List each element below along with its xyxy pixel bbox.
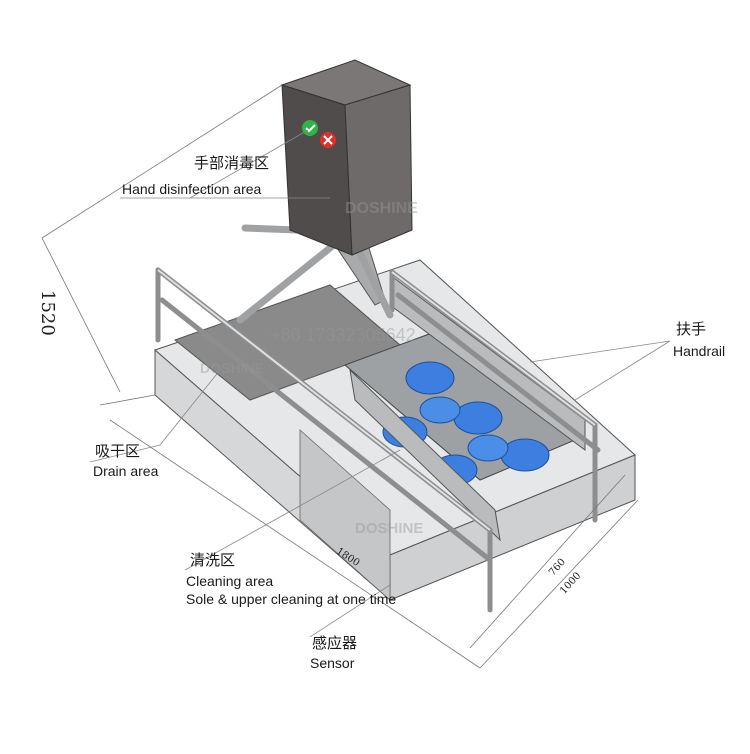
label-cleaning-en: Cleaning area [186,573,274,589]
label-cleaning-cn: 清洗区 [190,551,236,569]
label-sensor-cn: 感应器 [312,634,358,652]
label-drain-en: Drain area [93,463,159,479]
brush [467,434,509,462]
dimension-lines [41,84,639,669]
label-hand-en: Hand disinfection area [122,181,262,197]
brush [405,361,455,395]
label-hand-cn: 手部消毒区 [194,154,270,172]
dimension-height: 1520 [37,290,58,336]
leader-lines [89,129,671,638]
label-drain-cn: 吸干区 [95,442,141,460]
brush [453,401,503,435]
ok-indicator-icon [302,120,318,136]
trough-wall-left [349,368,501,542]
handrails-highlight [157,269,596,531]
brush [419,396,461,424]
label-handrail-cn: 扶手 [676,320,707,338]
watermark-brand: DOSHINE [200,360,264,376]
hand-disinfection-cabinet [280,59,413,256]
label-sensor-en: Sensor [310,655,355,671]
label-cleaning-en2: Sole & upper cleaning at one time [186,591,397,607]
brush [500,438,550,472]
label-handrail-en: Handrail [673,343,726,359]
watermark-brand: DOSHINE [355,520,424,537]
watermark-brand: DOSHINE [345,200,418,217]
watermark-phone: +86 17332305642 [270,325,416,345]
